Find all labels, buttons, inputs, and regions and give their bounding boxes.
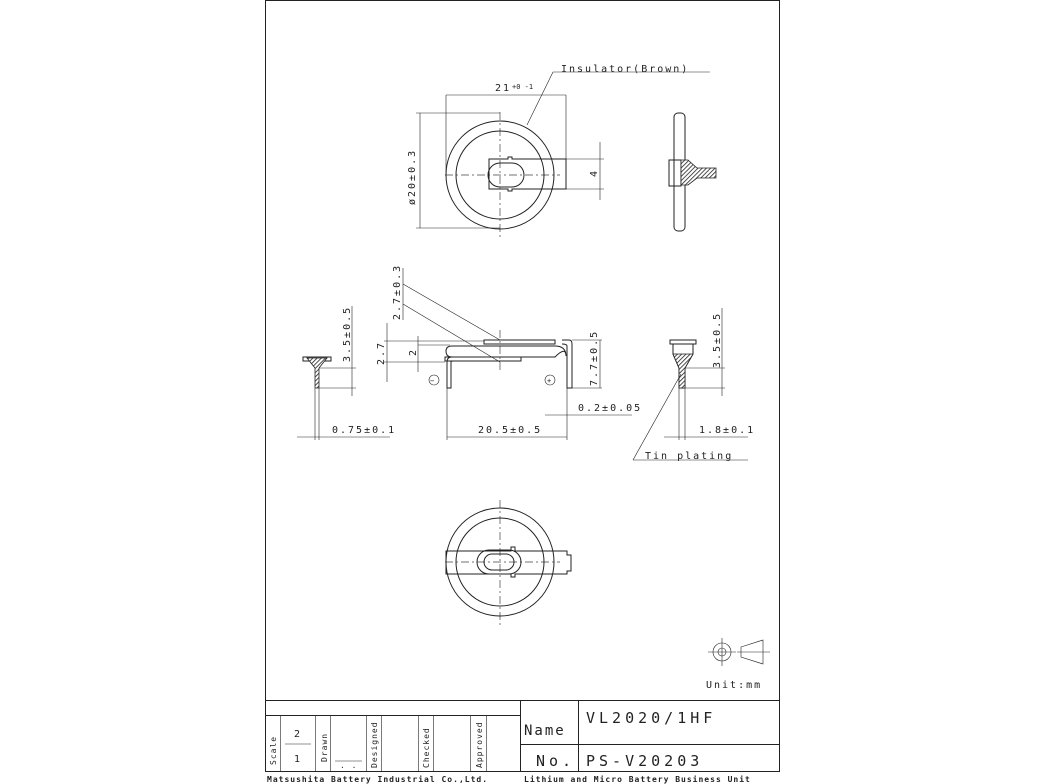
projection-symbol-icon [708, 638, 770, 666]
unit-label: Unit:mm [706, 680, 762, 691]
division-name: Lithium and Micro Battery Business Unit [524, 774, 751, 784]
left-pin-detail: 3.5±0.5 0.75±0.1 [297, 306, 396, 440]
no-label: No. [536, 752, 575, 770]
scale-numerator: 2 [294, 729, 302, 740]
company-name: Matsushita Battery Industrial Co.,Ltd. [267, 774, 488, 784]
svg-text:Approved: Approved [475, 721, 484, 768]
svg-text:Drawn: Drawn [320, 733, 329, 762]
title-block: Scale 2 1 Drawn . . Designed Checked App… [265, 700, 780, 784]
bottom-view [445, 500, 572, 625]
svg-text:Designed: Designed [370, 721, 379, 768]
dim-7-7: 7.7±0.5 [589, 330, 600, 386]
part-number: PS-V20203 [586, 752, 703, 770]
positive-lead [561, 339, 573, 389]
dim-2-7: 2.7 [376, 341, 387, 365]
diameter-dimension: ø20±0.3 [407, 149, 418, 205]
width-dimension: 21 [495, 83, 511, 94]
scale-denominator: 1 [294, 754, 302, 765]
right-pin-detail: 3.5±0.5 1.8±0.1 Tin plating [632, 308, 755, 462]
dim-0-2: 0.2±0.05 [578, 403, 642, 414]
dim-3-5-left: 3.5±0.5 [342, 306, 353, 362]
svg-text:−: − [430, 377, 434, 385]
svg-text:Scale: Scale [269, 736, 278, 765]
tab-width-dimension: 4 [589, 169, 600, 177]
positive-terminal-icon [544, 374, 556, 386]
svg-text:+: + [547, 377, 551, 385]
dim-1-8: 1.8±0.1 [699, 425, 755, 436]
drawn-value: . . [340, 761, 357, 770]
dim-2-7-tolerance: 2.7±0.3 [392, 264, 403, 320]
dim-20-5: 20.5±0.5 [478, 425, 542, 436]
width-tolerance: +0 -1 [512, 83, 533, 91]
name-label: Name [524, 723, 566, 739]
negative-lead [446, 356, 454, 389]
part-name: VL2020/1HF [586, 709, 716, 727]
front-section-view: − + 2.7±0.3 2.7 2 7.7±0.5 20.5±0.5 0.2±0… [376, 264, 642, 440]
top-view: Insulator(Brown) 21 +0 -1 ø20±0.3 4 [407, 64, 710, 240]
tin-plating-label: Tin plating [645, 451, 733, 462]
dim-3-5-right: 3.5±0.5 [712, 312, 723, 368]
negative-terminal-icon [428, 374, 440, 386]
insulator-circle [455, 130, 545, 220]
dim-0-75: 0.75±0.1 [332, 425, 396, 436]
dim-2: 2 [408, 348, 419, 356]
tab-slot [487, 162, 525, 188]
drawing-frame [265, 0, 780, 772]
side-view [668, 112, 717, 232]
svg-text:Checked: Checked [422, 727, 431, 768]
insulator-label: Insulator(Brown) [561, 64, 689, 75]
